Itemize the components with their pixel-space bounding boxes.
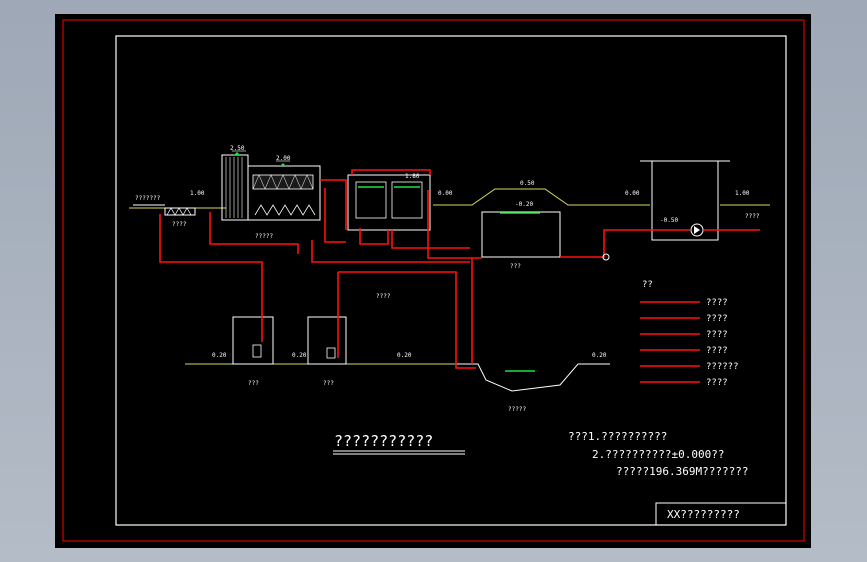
- pipe-unit1-unit2: [324, 188, 346, 243]
- tank-2a: [355, 181, 387, 219]
- pipe-joint: [602, 253, 610, 261]
- pipe-inlet-to-house1: [159, 214, 263, 342]
- note-line-3: ?????196.369M???????: [616, 465, 748, 478]
- bottom-tank-label: ???: [510, 263, 521, 270]
- elev-b: 2.00: [276, 155, 291, 162]
- ground-line-mid: [433, 188, 650, 206]
- drawing-sheet: [55, 14, 811, 548]
- legend-lines: [640, 301, 700, 383]
- basin-hoppers: [254, 204, 316, 216]
- pipe-network: [159, 169, 760, 369]
- pipe-to-unit2: [320, 179, 347, 230]
- basin-label: ?????: [255, 233, 273, 240]
- screen-pattern: [166, 207, 192, 216]
- outer-frame: [62, 19, 805, 542]
- pond-label: ?????: [508, 406, 526, 413]
- pipe-unit2-top: [351, 169, 431, 175]
- pipe-to-pump: [560, 229, 690, 258]
- screen-label: ????: [172, 221, 187, 228]
- elev-e-3: 0.20: [397, 352, 412, 359]
- elev-e-4: 0.20: [592, 352, 607, 359]
- inner-frame: [115, 35, 787, 526]
- inlet-label: ???????: [135, 195, 161, 202]
- elev-e-2: 0.20: [292, 352, 307, 359]
- house-2-equipment: [326, 347, 336, 359]
- elev-c: 1.80: [405, 173, 420, 180]
- elev-e-1: 0.20: [212, 352, 227, 359]
- pipe-sludge-main: [311, 240, 470, 263]
- pond-outline: [455, 363, 610, 392]
- basin-media-pattern: [252, 174, 314, 190]
- house-1: [232, 316, 274, 365]
- legend-item-4: ????: [706, 346, 728, 356]
- house-1-label: ???: [248, 380, 259, 387]
- pump-arrow: [694, 226, 700, 234]
- title-block-text: XX?????????: [667, 508, 740, 521]
- house-2: [307, 316, 347, 365]
- ground-zone-label: ????: [376, 293, 391, 300]
- legend-title: ??: [642, 280, 653, 290]
- pipe-unit2-to-tank: [427, 190, 482, 259]
- elev-a: 2.50: [230, 145, 245, 152]
- elev-g-right: 1.00: [735, 190, 750, 197]
- pipe-unit2-b: [391, 230, 470, 249]
- elev-f: -0.20: [515, 201, 533, 208]
- main-title: ???????????: [334, 432, 433, 450]
- pump-icon: [690, 223, 704, 237]
- elev-g-left: 1.00: [190, 190, 205, 197]
- elev-h-right: 0.00: [625, 190, 640, 197]
- tank-unit-2: [347, 174, 431, 231]
- pipe-to-pond: [338, 271, 476, 369]
- legend-item-5: ??????: [706, 362, 739, 372]
- note-line-1: ???1.??????????: [568, 430, 667, 443]
- tank-2b: [391, 181, 423, 219]
- legend-item-2: ????: [706, 314, 728, 324]
- note-line-2: 2.??????????±0.000??: [592, 448, 724, 461]
- legend-item-3: ????: [706, 330, 728, 340]
- elev-d: 0.50: [520, 180, 535, 187]
- elev-h-mid: 0.00: [438, 190, 453, 197]
- middle-tank: [481, 211, 561, 258]
- legend-item-1: ????: [706, 298, 728, 308]
- legend-item-6: ????: [706, 378, 728, 388]
- house-1-equipment: [252, 344, 262, 358]
- water-marker-2: [280, 163, 286, 166]
- house-2-label: ???: [323, 380, 334, 387]
- water-marker-1: [234, 152, 240, 155]
- pipe-unit2-a: [359, 228, 389, 245]
- outlet-label: ????: [745, 213, 760, 220]
- pipe-basin-bottom: [209, 212, 299, 254]
- title-block: [655, 502, 787, 526]
- elev-i: -0.50: [660, 217, 678, 224]
- screen-box: [164, 207, 196, 216]
